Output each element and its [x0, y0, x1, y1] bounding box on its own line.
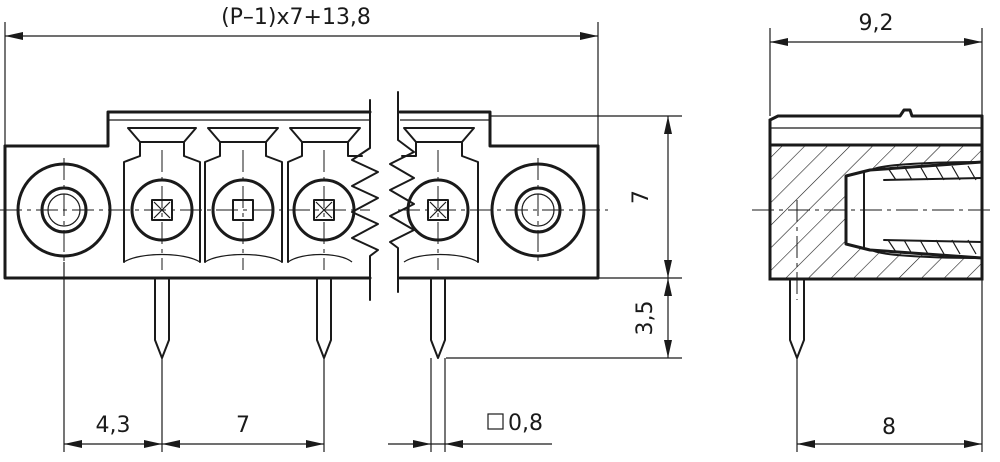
terminal-chamber — [401, 127, 479, 263]
dim-overall-width: (P–1)x7+13,8 — [221, 5, 371, 30]
terminal-chamber — [204, 127, 283, 263]
dim-depth: 9,2 — [859, 11, 894, 36]
terminal-chamber — [287, 127, 363, 263]
square-symbol-icon — [487, 413, 504, 430]
side-view — [752, 108, 990, 359]
front-view — [0, 91, 608, 359]
dim-height: 7 — [629, 190, 654, 204]
pin — [154, 277, 170, 359]
dim-pin-to-back: 8 — [882, 415, 896, 440]
terminal-chamber — [123, 127, 201, 263]
dimension-lines — [4, 22, 983, 452]
dim-pitch: 7 — [236, 413, 250, 438]
pin — [316, 277, 332, 359]
dimension-labels: (P–1)x7+13,8 9,2 7 3,5 4,3 7 0,8 8 — [96, 5, 897, 440]
dim-pin-length: 3,5 — [633, 301, 658, 336]
dim-pin-square: 0,8 — [508, 411, 543, 436]
pin — [430, 277, 446, 359]
dim-pin-offset: 4,3 — [96, 413, 131, 438]
